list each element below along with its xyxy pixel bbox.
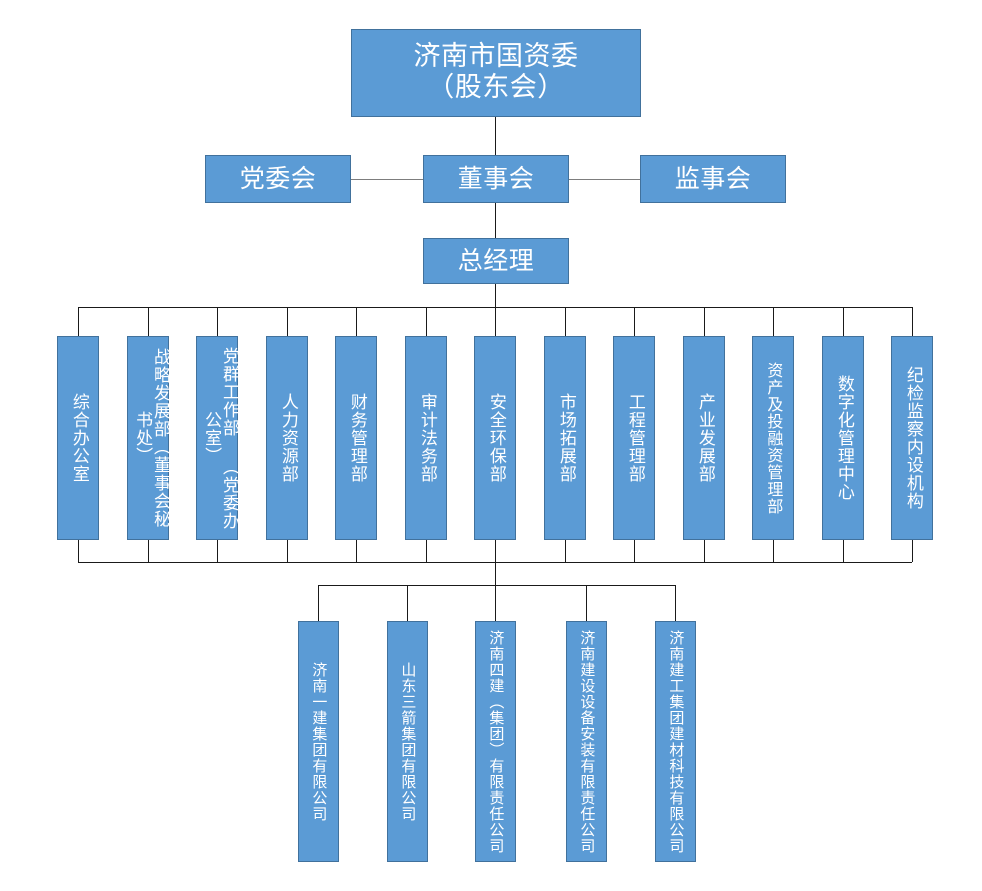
- dept-drop-top-4: [356, 307, 357, 336]
- dept-drop-top-9: [704, 307, 705, 336]
- dept-drop-top-10: [773, 307, 774, 336]
- sub-drop-1: [407, 585, 408, 621]
- subsidiary-bus: [318, 585, 675, 586]
- dept-drop-bottom-5: [426, 540, 427, 562]
- node-general-manager[interactable]: 总经理: [423, 238, 569, 284]
- dept-drop-top-12: [912, 307, 913, 336]
- node-board-of-directors[interactable]: 董事会: [423, 155, 569, 203]
- node-subsidiary-1[interactable]: 山东三箭集团有限公司: [387, 621, 428, 862]
- sub-drop-0: [318, 585, 319, 621]
- sub-drop-4: [675, 585, 676, 621]
- sub-drop-2: [495, 585, 496, 621]
- dept-drop-bottom-2: [217, 540, 218, 562]
- dept-drop-bottom-3: [287, 540, 288, 562]
- dept-drop-bottom-6: [495, 540, 496, 562]
- dept-drop-top-0: [78, 307, 79, 336]
- node-board-of-supervisors[interactable]: 监事会: [640, 155, 786, 203]
- dept-drop-bottom-0: [78, 540, 79, 562]
- connector-board-to-supervisors: [569, 179, 640, 180]
- dept-drop-bottom-4: [356, 540, 357, 562]
- node-subsidiary-2[interactable]: 济南四建（集团）有限责任公司: [475, 621, 516, 862]
- dept-drop-bottom-10: [773, 540, 774, 562]
- node-department-10[interactable]: 资产及投融资管理部: [752, 336, 794, 540]
- dept-drop-bottom-8: [634, 540, 635, 562]
- node-department-12[interactable]: 纪检监察内设机构: [891, 336, 933, 540]
- node-department-9[interactable]: 产业发展部: [683, 336, 725, 540]
- connector-board-to-manager: [495, 203, 496, 238]
- dept-drop-top-5: [426, 307, 427, 336]
- node-department-0[interactable]: 综合办公室: [57, 336, 99, 540]
- dept-drop-top-6: [495, 307, 496, 336]
- node-department-3[interactable]: 人力资源部: [266, 336, 308, 540]
- connector-party-to-board: [351, 179, 423, 180]
- dept-drop-top-3: [287, 307, 288, 336]
- node-subsidiary-3[interactable]: 济南建设设备安装有限责任公司: [566, 621, 607, 862]
- dept-drop-top-1: [148, 307, 149, 336]
- node-department-7[interactable]: 市场拓展部: [544, 336, 586, 540]
- root-title-line2: （股东会）: [427, 72, 565, 103]
- node-department-4[interactable]: 财务管理部: [335, 336, 377, 540]
- dept-drop-bottom-9: [704, 540, 705, 562]
- node-department-1[interactable]: 战略发展部（董事会秘书处）: [127, 336, 170, 540]
- connector-manager-to-dept-bus: [495, 284, 496, 307]
- dept-drop-bottom-12: [912, 540, 913, 562]
- connector-dept-bus-to-sub-bus: [495, 562, 496, 585]
- dept-drop-top-8: [634, 307, 635, 336]
- dept-drop-top-11: [843, 307, 844, 336]
- node-department-5[interactable]: 审计法务部: [405, 336, 447, 540]
- dept-drop-top-7: [565, 307, 566, 336]
- node-department-2[interactable]: 党群工作部 （党委办公室）: [196, 336, 239, 540]
- node-subsidiary-0[interactable]: 济南一建集团有限公司: [298, 621, 339, 862]
- dept-drop-bottom-11: [843, 540, 844, 562]
- root-title-line1: 济南市国资委: [413, 41, 579, 73]
- node-department-8[interactable]: 工程管理部: [613, 336, 655, 540]
- dept-drop-top-2: [217, 307, 218, 336]
- node-party-committee[interactable]: 党委会: [205, 155, 351, 203]
- sub-drop-3: [586, 585, 587, 621]
- node-department-6[interactable]: 安全环保部: [474, 336, 516, 540]
- node-subsidiary-4[interactable]: 济南建工集团建材科技有限公司: [655, 621, 696, 862]
- dept-drop-bottom-1: [148, 540, 149, 562]
- connector-root-to-board: [495, 117, 496, 155]
- node-state-asset-commission[interactable]: 济南市国资委 （股东会）: [351, 29, 641, 117]
- dept-drop-bottom-7: [565, 540, 566, 562]
- node-department-11[interactable]: 数字化管理中心: [822, 336, 864, 540]
